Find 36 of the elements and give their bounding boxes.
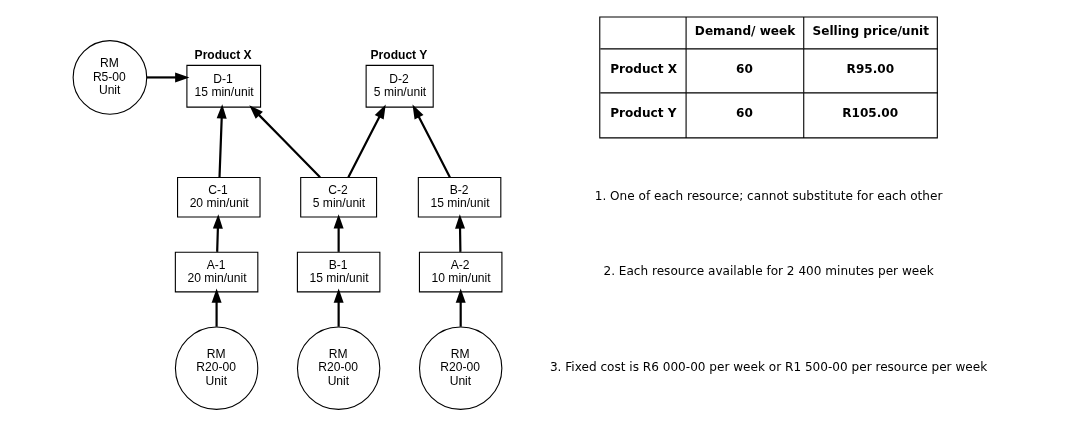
- node-box: C-1 20 min/unit: [176, 176, 261, 218]
- node-circle: RM R20-00 Unit: [418, 326, 502, 410]
- label: 2. Each resource available for 2 400 minutes per week: [602, 264, 934, 279]
- label: Demand/ week: [694, 24, 795, 39]
- label: Product Y: [609, 105, 676, 120]
- label: R95.00: [846, 61, 894, 76]
- label: Selling price/unit: [812, 24, 929, 39]
- arrow: [216, 104, 227, 178]
- node-label: Product X: [194, 47, 252, 62]
- node-box: C-2 5 min/unit: [299, 176, 377, 218]
- label: 1. One of each resource; cannot substitute for each other: [594, 189, 942, 204]
- node-box: D-1 15 min/unit: [185, 64, 261, 108]
- arrow: [212, 214, 223, 252]
- node-box: B-1 15 min/unit: [296, 251, 380, 293]
- node-circle: RM R20-00 Unit: [296, 326, 380, 410]
- node-circle: RM R5-00 Unit: [72, 40, 147, 115]
- arrow: [455, 288, 466, 327]
- label: Product X: [609, 61, 677, 76]
- arrow: [333, 214, 344, 252]
- label: 60: [735, 61, 753, 76]
- label: 3. Fixed cost is R6 000-00 per week or R1 500-00 per resource per week: [549, 360, 987, 375]
- arrow: [333, 288, 344, 327]
- arrow: [346, 104, 386, 178]
- arrow: [146, 72, 189, 83]
- label: R105.00: [841, 105, 898, 120]
- node-circle: RM R20-00 Unit: [174, 326, 258, 410]
- arrow: [454, 214, 465, 252]
- arrow: [211, 288, 222, 327]
- arrow: [412, 104, 451, 178]
- node-box: A-2 10 min/unit: [418, 251, 502, 293]
- node-box: B-2 15 min/unit: [417, 176, 501, 218]
- node-box: D-2 5 min/unit: [365, 64, 434, 108]
- arrow: [248, 105, 321, 179]
- node-box: A-1 20 min/unit: [174, 251, 258, 293]
- label: 60: [735, 105, 753, 120]
- node-label: Product Y: [370, 47, 427, 62]
